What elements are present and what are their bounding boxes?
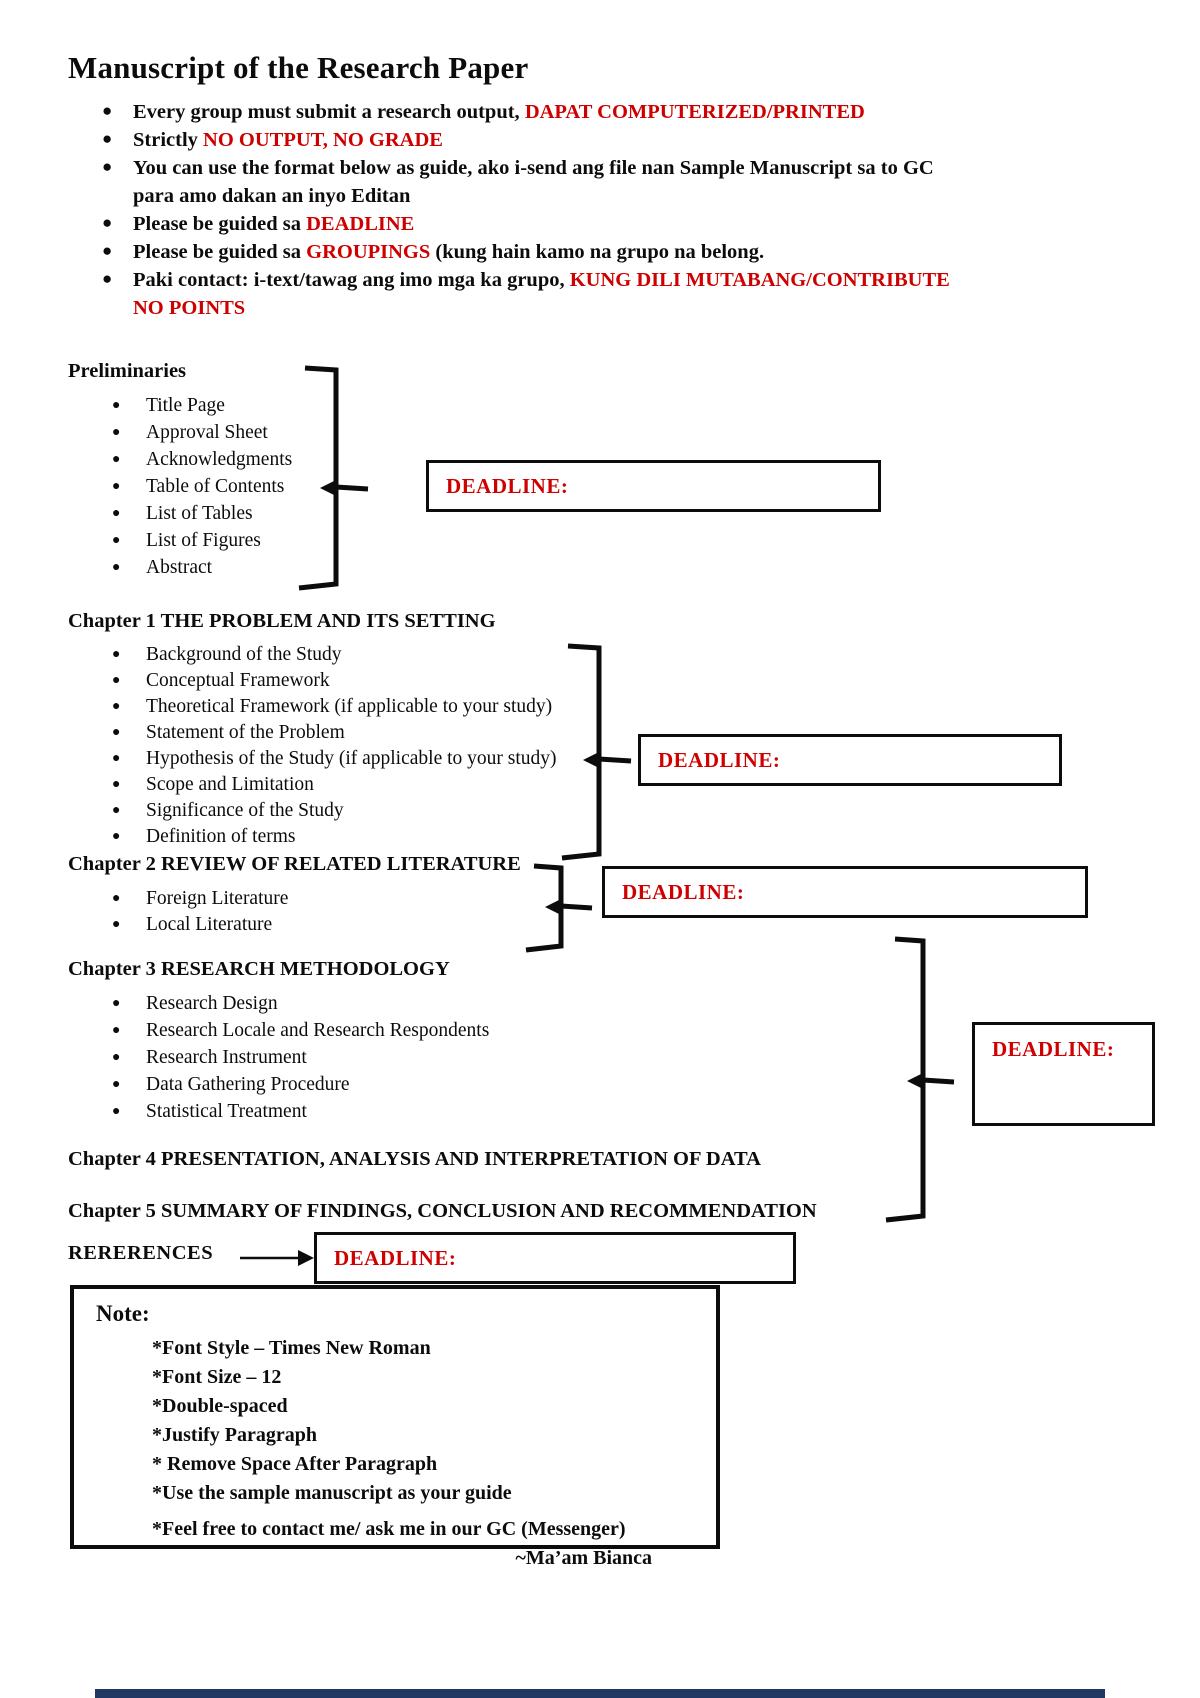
references-arrow-icon [240, 1250, 314, 1266]
list-item: ●You can use the format below as guide, … [96, 154, 1096, 210]
deadline-box-chapter1: DEADLINE: [638, 734, 1062, 786]
preliminaries-list: ●Title Page ●Approval Sheet ●Acknowledgm… [68, 392, 528, 581]
chapter2-brace [525, 863, 593, 953]
highlight-red-text: NO OUTPUT, NO GRADE [203, 129, 443, 151]
list-item: ●Data Gathering Procedure [68, 1071, 628, 1098]
deadline-label: DEADLINE: [334, 1245, 457, 1270]
deadline-box-chapters3-5: DEADLINE: [972, 1022, 1155, 1126]
bullet-icon: ● [112, 751, 121, 766]
note-item: *Double-spaced [152, 1395, 288, 1417]
chapter3-list: ●Research Design ●Research Locale and Re… [68, 990, 628, 1125]
bullet-icon: ● [112, 398, 121, 413]
note-item: *Font Size – 12 [152, 1366, 282, 1388]
highlight-red-text: GROUPINGS [306, 241, 431, 263]
list-item: ●Definition of terms [68, 824, 628, 850]
section-heading-preliminaries: Preliminaries [68, 360, 187, 382]
note-item: *Justify Paragraph [152, 1424, 317, 1446]
page-bottom-bar [95, 1689, 1105, 1698]
list-item: ●Please be guided sa GROUPINGS (kung hai… [96, 238, 1096, 266]
list-item: ●Research Instrument [68, 1044, 628, 1071]
list-item: ●Abstract [68, 554, 528, 581]
section-heading-chapter3: Chapter 3 RESEARCH METHODOLOGY [68, 958, 450, 980]
deadline-box-chapter2: DEADLINE: [602, 866, 1088, 918]
bullet-icon: ● [112, 533, 121, 548]
list-item: ●Conceptual Framework [68, 668, 628, 694]
section-heading-chapter4: Chapter 4 PRESENTATION, ANALYSIS AND INT… [68, 1148, 761, 1170]
highlight-red-text: DEADLINE [306, 213, 415, 235]
bullet-icon: ● [112, 777, 121, 792]
note-heading: Note: [96, 1301, 150, 1326]
note-box: Note: *Font Style – Times New Roman *Fon… [70, 1285, 720, 1569]
intro-bullet-list: ●Every group must submit a research outp… [96, 98, 1096, 322]
bullet-icon: ● [112, 647, 121, 662]
bullet-icon: ● [112, 829, 121, 844]
chapter1-list: ●Background of the Study ●Conceptual Fra… [68, 642, 628, 850]
bullet-icon: ● [112, 560, 121, 575]
list-item: ●Background of the Study [68, 642, 628, 668]
list-item: ●Scope and Limitation [68, 772, 628, 798]
list-item: ●List of Tables [68, 500, 528, 527]
bullet-icon: ● [112, 452, 121, 467]
list-item: ●List of Figures [68, 527, 528, 554]
list-item: ●Hypothesis of the Study (if applicable … [68, 746, 628, 772]
section-heading-chapter2: Chapter 2 REVIEW OF RELATED LITERATURE [68, 853, 521, 875]
list-item: ●Statistical Treatment [68, 1098, 628, 1125]
chapter2-list: ●Foreign Literature ●Local Literature [68, 886, 528, 938]
bullet-icon: ● [102, 101, 113, 120]
note-item: * Remove Space After Paragraph [152, 1453, 438, 1475]
bullet-icon: ● [112, 479, 121, 494]
list-item: ●Foreign Literature [68, 886, 528, 912]
section-heading-chapter1: Chapter 1 THE PROBLEM AND ITS SETTING [68, 610, 496, 632]
deadline-box-preliminaries: DEADLINE: [426, 460, 881, 512]
bullet-icon: ● [112, 1050, 121, 1065]
bullet-icon: ● [102, 157, 113, 176]
list-item: ●Strictly NO OUTPUT, NO GRADE [96, 126, 1096, 154]
bullet-icon: ● [112, 891, 121, 906]
bullet-icon: ● [102, 269, 113, 288]
bullet-icon: ● [112, 425, 121, 440]
deadline-label: DEADLINE: [446, 473, 569, 498]
highlight-red-text: KUNG DILI MUTABANG/CONTRIBUTE [569, 269, 950, 291]
highlight-red-text: DAPAT COMPUTERIZED/PRINTED [524, 101, 865, 123]
bullet-icon: ● [102, 213, 113, 232]
note-item: *Feel free to contact me/ ask me in our … [152, 1518, 626, 1540]
bullet-icon: ● [112, 1077, 121, 1092]
list-item: ●Table of Contents [68, 473, 528, 500]
note-item: *Font Style – Times New Roman [152, 1337, 431, 1359]
bullet-icon: ● [112, 996, 121, 1011]
bullet-icon: ● [112, 1023, 121, 1038]
bullet-icon: ● [112, 917, 121, 932]
bullet-icon: ● [112, 803, 121, 818]
bullet-icon: ● [112, 1104, 121, 1119]
list-item: ●Paki contact: i-text/tawag ang imo mga … [96, 266, 1096, 322]
bullet-icon: ● [112, 699, 121, 714]
list-item: ●Please be guided sa DEADLINE [96, 210, 1096, 238]
note-signature: ~Ma’am Bianca [515, 1547, 653, 1569]
list-item: ●Every group must submit a research outp… [96, 98, 1096, 126]
note-item: *Use the sample manuscript as your guide [152, 1482, 512, 1504]
bullet-icon: ● [102, 241, 113, 260]
section-heading-chapter5: Chapter 5 SUMMARY OF FINDINGS, CONCLUSIO… [68, 1200, 817, 1222]
list-item: ●Acknowledgments [68, 446, 528, 473]
deadline-label: DEADLINE: [622, 879, 745, 904]
list-item: ●Significance of the Study [68, 798, 628, 824]
bullet-icon: ● [102, 129, 113, 148]
deadline-label: DEADLINE: [992, 1037, 1115, 1061]
deadline-box-references: DEADLINE: [314, 1232, 796, 1284]
highlight-red-text: NO POINTS [133, 297, 246, 319]
bullet-icon: ● [112, 506, 121, 521]
list-item: ●Statement of the Problem [68, 720, 628, 746]
list-item: ●Approval Sheet [68, 419, 528, 446]
list-item: ●Title Page [68, 392, 528, 419]
bullet-icon: ● [112, 673, 121, 688]
page-title: Manuscript of the Research Paper [68, 50, 529, 85]
list-item: ●Theoretical Framework (if applicable to… [68, 694, 628, 720]
deadline-label: DEADLINE: [658, 747, 781, 772]
bullet-icon: ● [112, 725, 121, 740]
chapters3-5-brace [885, 936, 955, 1223]
references-label: RERERENCES [68, 1242, 214, 1264]
list-item: ●Local Literature [68, 912, 528, 938]
list-item: ●Research Locale and Research Respondent… [68, 1017, 628, 1044]
list-item: ●Research Design [68, 990, 628, 1017]
